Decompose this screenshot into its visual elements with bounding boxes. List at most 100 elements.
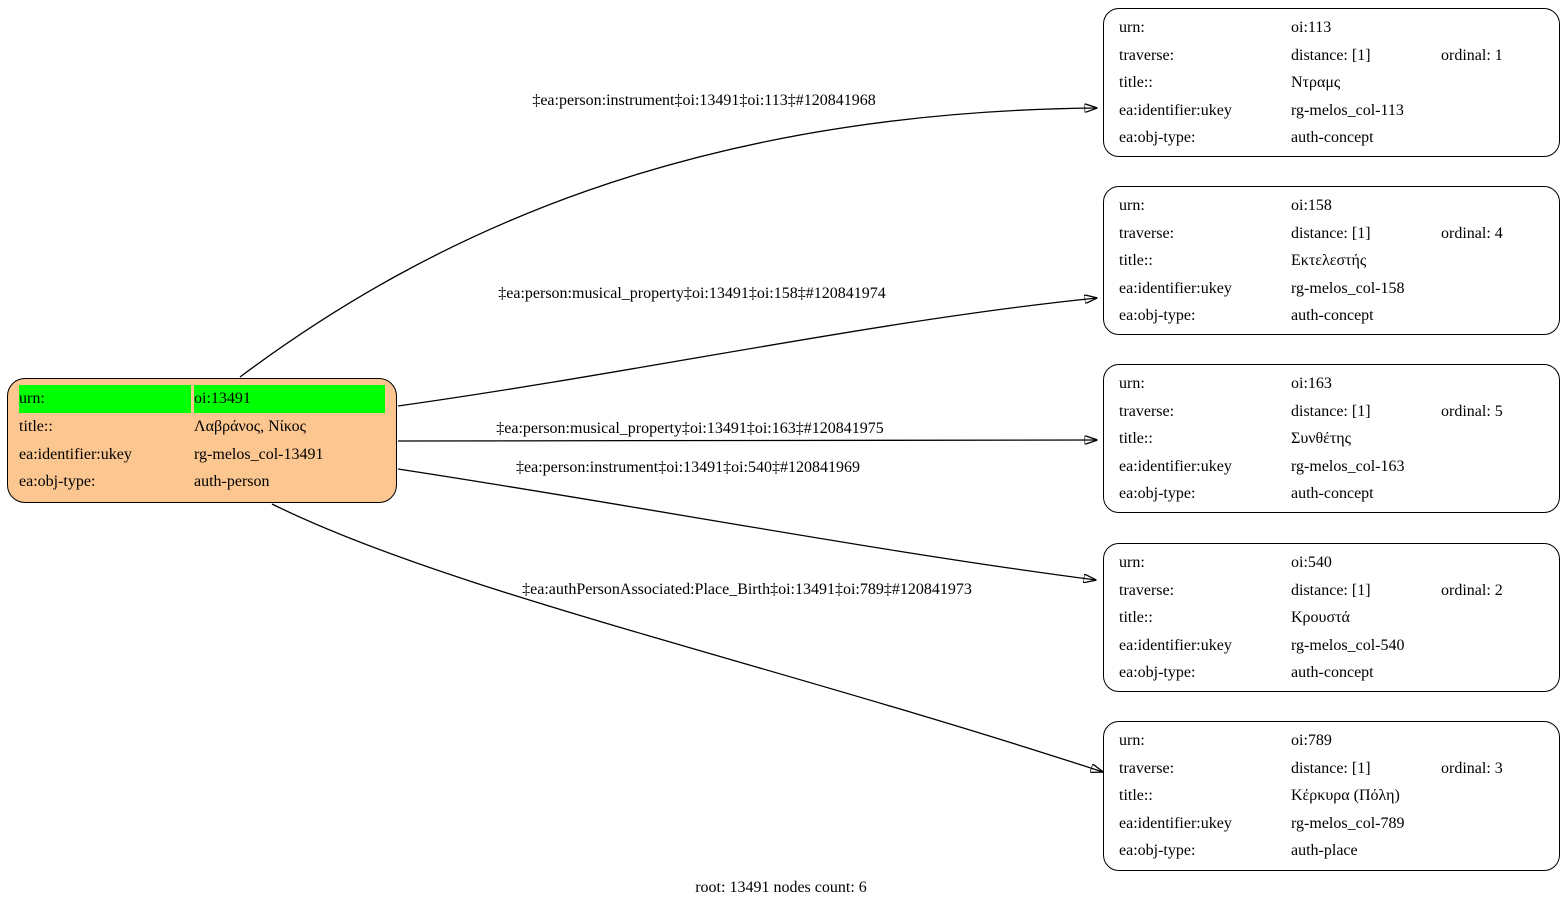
field-ukey: ea:identifier:ukey rg-melos_col-13491 — [8, 441, 396, 469]
node-163[interactable]: urn: oi:163 traverse: distance: [1] ordi… — [1103, 364, 1560, 513]
node-113[interactable]: urn: oi:113 traverse: distance: [1] ordi… — [1103, 8, 1560, 157]
field-title-value: Κέρκυρα (Πόλη) — [1291, 787, 1400, 804]
root-node-13491[interactable]: urn: oi:13491 title:: Λαβράνος, Νίκος ea… — [7, 378, 397, 503]
graph-caption: root: 13491 nodes count: 6 — [695, 879, 867, 896]
field-distance-value: distance: [1] — [1291, 224, 1371, 242]
field-ordinal-value: ordinal: 4 — [1441, 224, 1503, 242]
field-ukey-label: ea:identifier:ukey — [1119, 457, 1232, 475]
field-urn: urn: oi:163 — [1104, 370, 1559, 398]
node-789[interactable]: urn: oi:789 traverse: distance: [1] ordi… — [1103, 721, 1560, 871]
field-urn-value: oi:158 — [1291, 197, 1332, 214]
field-obj-type-value: auth-concept — [1291, 664, 1374, 681]
field-ukey-label: ea:identifier:ukey — [19, 445, 132, 463]
field-title-label: title:: — [1119, 74, 1153, 91]
field-traverse: traverse: distance: [1] ordinal: 4 — [1104, 220, 1559, 248]
field-traverse-label: traverse: — [1119, 224, 1175, 242]
field-title: title:: Εκτελεστής — [1104, 247, 1559, 275]
field-ukey: ea:identifier:ukey rg-melos_col-158 — [1104, 275, 1559, 303]
field-traverse: traverse: distance: [1] ordinal: 1 — [1104, 42, 1559, 70]
field-ukey: ea:identifier:ukey rg-melos_col-540 — [1104, 632, 1559, 660]
field-distance-value: distance: [1] — [1291, 402, 1371, 420]
field-ordinal-value: ordinal: 5 — [1441, 402, 1503, 420]
field-title-value: Εκτελεστής — [1291, 252, 1367, 269]
field-title: title:: Κέρκυρα (Πόλη) — [1104, 782, 1559, 810]
edge-instrument-540 — [397, 468, 1096, 580]
field-ukey-value: rg-melos_col-789 — [1291, 814, 1405, 832]
field-traverse: traverse: distance: [1] ordinal: 2 — [1104, 577, 1559, 605]
field-title-label: title:: — [1119, 609, 1153, 626]
field-ukey-label: ea:identifier:ukey — [1119, 814, 1232, 832]
field-title-value: Ντραμς — [1291, 74, 1341, 91]
field-title: title:: Κρουστά — [1104, 604, 1559, 632]
field-traverse: traverse: distance: [1] ordinal: 3 — [1104, 755, 1559, 783]
field-urn: urn: oi:113 — [1104, 14, 1559, 42]
field-ukey-value: rg-melos_col-158 — [1291, 279, 1405, 297]
field-ukey: ea:identifier:ukey rg-melos_col-113 — [1104, 97, 1559, 125]
field-urn-label: urn: — [1119, 19, 1145, 36]
field-obj-type-value: auth-place — [1291, 842, 1358, 859]
node-540[interactable]: urn: oi:540 traverse: distance: [1] ordi… — [1103, 543, 1560, 692]
field-obj-type: ea:obj-type: auth-person — [8, 468, 396, 496]
field-title-value: Συνθέτης — [1291, 430, 1351, 447]
field-urn-label: urn: — [1119, 554, 1145, 571]
field-urn-value: oi:13491 — [194, 385, 385, 413]
field-distance-value: distance: [1] — [1291, 581, 1371, 599]
field-ukey: ea:identifier:ukey rg-melos_col-163 — [1104, 453, 1559, 481]
field-traverse-label: traverse: — [1119, 581, 1175, 599]
field-obj-type-value: auth-concept — [1291, 307, 1374, 324]
field-urn-value: oi:113 — [1291, 19, 1332, 36]
field-title-value: Κρουστά — [1291, 609, 1350, 626]
field-obj-type: ea:obj-type: auth-concept — [1104, 480, 1559, 508]
field-distance-value: distance: [1] — [1291, 46, 1371, 64]
field-obj-type-value: auth-concept — [1291, 485, 1374, 502]
field-urn: urn: oi:13491 — [8, 385, 396, 413]
field-obj-type-label: ea:obj-type: — [1119, 307, 1196, 324]
field-ordinal-value: ordinal: 1 — [1441, 46, 1503, 64]
field-obj-type: ea:obj-type: auth-concept — [1104, 124, 1559, 152]
edge-label-instrument-540: ‡ea:person:instrument‡oi:13491‡oi:540‡#1… — [516, 459, 860, 476]
field-ordinal-value: ordinal: 3 — [1441, 759, 1503, 777]
field-obj-type: ea:obj-type: auth-concept — [1104, 302, 1559, 330]
field-title-label: title:: — [1119, 787, 1153, 804]
field-title: title:: Λαβράνος, Νίκος — [8, 413, 396, 441]
field-ukey: ea:identifier:ukey rg-melos_col-789 — [1104, 810, 1559, 838]
field-urn-value: oi:789 — [1291, 732, 1332, 749]
edge-label-musical-property-158: ‡ea:person:musical_property‡oi:13491‡oi:… — [498, 285, 886, 302]
field-traverse: traverse: distance: [1] ordinal: 5 — [1104, 398, 1559, 426]
field-urn: urn: oi:158 — [1104, 192, 1559, 220]
field-obj-type: ea:obj-type: auth-place — [1104, 837, 1559, 865]
edge-label-place-birth-789: ‡ea:authPersonAssociated:Place_Birth‡oi:… — [522, 581, 972, 598]
edge-musical-property-163 — [397, 440, 1097, 441]
field-ukey-label: ea:identifier:ukey — [1119, 636, 1232, 654]
edge-label-musical-property-163: ‡ea:person:musical_property‡oi:13491‡oi:… — [496, 420, 884, 437]
field-ukey-value: rg-melos_col-540 — [1291, 636, 1405, 654]
field-obj-type-label: ea:obj-type: — [1119, 842, 1196, 859]
field-title-label: title:: — [1119, 252, 1153, 269]
field-obj-type-label: ea:obj-type: — [1119, 664, 1196, 681]
field-ukey-value: rg-melos_col-13491 — [194, 445, 324, 463]
field-obj-type: ea:obj-type: auth-concept — [1104, 659, 1559, 687]
field-urn-value: oi:540 — [1291, 554, 1332, 571]
field-traverse-label: traverse: — [1119, 46, 1175, 64]
field-ukey-label: ea:identifier:ukey — [1119, 101, 1232, 119]
field-title-label: title:: — [19, 417, 53, 435]
edge-musical-property-158 — [397, 298, 1097, 407]
field-traverse-label: traverse: — [1119, 402, 1175, 420]
field-obj-type-value: auth-concept — [1291, 129, 1374, 146]
field-obj-type-label: ea:obj-type: — [19, 473, 96, 491]
edge-place-birth-789 — [271, 503, 1103, 772]
edge-label-instrument-113: ‡ea:person:instrument‡oi:13491‡oi:113‡#1… — [532, 92, 876, 109]
field-obj-type-value: auth-person — [194, 473, 270, 491]
field-ukey-label: ea:identifier:ukey — [1119, 279, 1232, 297]
field-ukey-value: rg-melos_col-163 — [1291, 457, 1405, 475]
field-title: title:: Συνθέτης — [1104, 425, 1559, 453]
field-urn-value: oi:163 — [1291, 375, 1332, 392]
field-ordinal-value: ordinal: 2 — [1441, 581, 1503, 599]
node-158[interactable]: urn: oi:158 traverse: distance: [1] ordi… — [1103, 186, 1560, 335]
field-urn-label: urn: — [19, 385, 191, 413]
field-obj-type-label: ea:obj-type: — [1119, 129, 1196, 146]
field-urn-label: urn: — [1119, 197, 1145, 214]
edge-instrument-113 — [239, 108, 1097, 378]
